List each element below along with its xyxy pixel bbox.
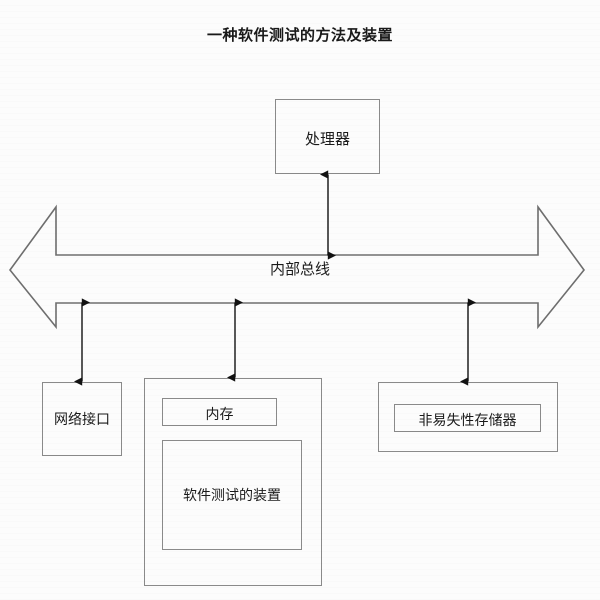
internal-bus-label: 内部总线 — [269, 260, 330, 278]
software-test-apparatus-block: 软件测试的装置 — [162, 440, 302, 550]
memory-label: 内存 — [205, 407, 234, 423]
internal-bus-shape — [8, 204, 586, 330]
memory-block: 内存 — [162, 398, 277, 426]
non-volatile-memory-block: 非易失性存储器 — [394, 404, 541, 432]
processor-label: 处理器 — [304, 130, 350, 148]
software-test-apparatus-label: 软件测试的装置 — [183, 488, 281, 504]
page-title: 一种软件测试的方法及装置 — [206, 26, 393, 44]
non-volatile-memory-label: 非易失性存储器 — [418, 413, 517, 429]
network-interface-label: 网络接口 — [54, 412, 110, 428]
